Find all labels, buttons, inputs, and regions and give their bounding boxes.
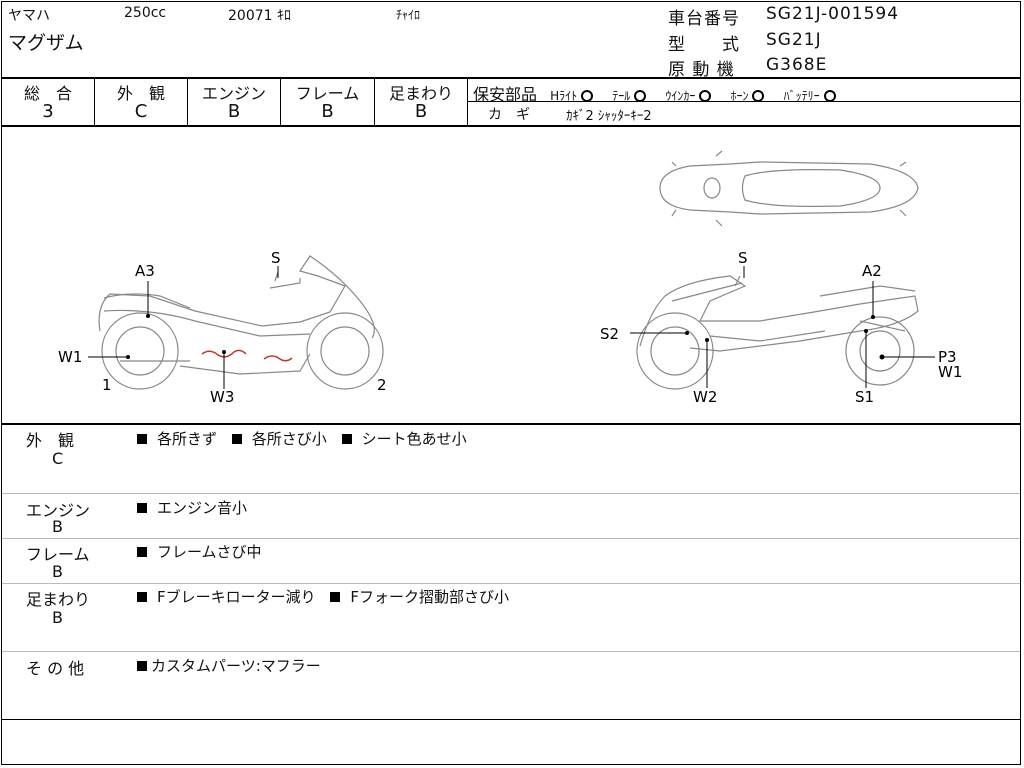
- grade-label-total: 総 合: [23, 84, 72, 103]
- scooter-left-view: [98, 255, 384, 390]
- leader-lines: [88, 266, 935, 389]
- divider: [280, 78, 281, 126]
- grade-value-suspension: B: [414, 101, 428, 122]
- divider: [2, 583, 1020, 584]
- divider: [2, 125, 1020, 127]
- section-items-other: カスタムパーツ:マフラー: [137, 655, 321, 676]
- bullet-square-icon: [137, 547, 147, 557]
- grade-label-frame: フレーム: [295, 84, 360, 103]
- part-horn: ﾎｰﾝ: [730, 87, 765, 104]
- diagram-label-a2: A2: [862, 262, 882, 280]
- model-name: マグザム: [8, 32, 84, 54]
- divider: [2, 538, 1020, 539]
- scooter-right-view: [636, 275, 919, 390]
- diagram-label-1: 1: [102, 376, 112, 394]
- divider: [187, 78, 188, 126]
- section-label-exterior: 外 観: [26, 431, 75, 450]
- grade-label-engine: エンジン: [201, 84, 266, 103]
- part-taillight: ﾃｰﾙ: [612, 87, 647, 104]
- divider: [467, 101, 1020, 102]
- grade-value-frame: B: [321, 101, 334, 122]
- divider: [2, 719, 1020, 720]
- scooter-top-view: [659, 150, 919, 227]
- diagram-label-s-right: S: [738, 249, 748, 267]
- engine-value: G368E: [766, 55, 828, 75]
- type-value: SG21J: [766, 30, 822, 50]
- frame-no-label: 車台番号: [668, 9, 740, 29]
- color-note: ﾁｬｲﾛ: [396, 8, 421, 22]
- section-items-exterior: 各所きず 各所さび小 シート色あせ小: [137, 428, 467, 449]
- grade-label-exterior: 外 観: [116, 84, 165, 103]
- part-headlight: Hﾗｲﾄ: [550, 87, 594, 104]
- divider: [467, 78, 468, 126]
- section-items-frame: フレームさび中: [137, 541, 262, 562]
- section-label-other: そ の 他: [26, 659, 85, 678]
- divider: [374, 78, 375, 126]
- circle-mark-icon: [823, 90, 836, 102]
- key-label: カ ギ: [488, 107, 530, 123]
- bullet-square-icon: [341, 434, 352, 444]
- diagram-label-s1: S1: [855, 388, 874, 406]
- diagram-label-a3: A3: [135, 262, 155, 280]
- marker-dots: [126, 314, 885, 360]
- diagram-label-s-left: S: [271, 249, 281, 267]
- grade-value-exterior: C: [134, 101, 148, 122]
- diagram-label-w2: W2: [693, 388, 717, 406]
- diagram-label-s2: S2: [600, 325, 619, 343]
- bullet-square-icon: [231, 434, 242, 444]
- mileage: 20071 ｷﾛ: [228, 8, 291, 24]
- divider: [2, 651, 1020, 652]
- diagram-label-w1-right: W1: [938, 363, 962, 381]
- displacement: 250cc: [124, 5, 167, 21]
- section-grade-engine: B: [52, 517, 63, 536]
- section-label-suspension: 足まわり: [26, 590, 91, 609]
- circle-mark-icon: [634, 90, 647, 102]
- circle-mark-icon: [699, 90, 712, 102]
- diagram-label-w1-left: W1: [58, 348, 82, 366]
- circle-mark-icon: [581, 90, 594, 102]
- grade-value-engine: B: [227, 101, 241, 122]
- bullet-square-icon: [137, 592, 147, 602]
- maker: ヤマハ: [8, 8, 50, 24]
- diagram-label-w3: W3: [210, 388, 234, 406]
- divider: [94, 78, 95, 126]
- safety-parts-row: 保安部品 Hﾗｲﾄ ﾃｰﾙ ｳｲﾝｶｰ ﾎｰﾝ ﾊﾞｯﾃﾘｰ: [473, 81, 836, 105]
- bullet-square-icon: [137, 434, 147, 444]
- section-label-engine: エンジン: [26, 501, 91, 520]
- damage-diagram: A3 S W1 W3 1 2 S A2 S2 P3 W1 W2 S1: [58, 150, 962, 406]
- bullet-square-icon: [137, 661, 147, 671]
- section-grade-frame: B: [52, 562, 63, 581]
- bullet-square-icon: [330, 592, 341, 602]
- section-items-engine: エンジン音小: [137, 497, 247, 518]
- frame-no: SG21J-001594: [766, 4, 900, 24]
- engine-label: 原 動 機: [668, 60, 735, 80]
- circle-mark-icon: [752, 90, 765, 102]
- divider: [2, 493, 1020, 494]
- key-value: ｶｷﾞ2 ｼｬｯﾀｰｷｰ2: [566, 109, 652, 124]
- diagram-label-2: 2: [377, 376, 387, 394]
- section-grade-exterior: C: [52, 449, 64, 468]
- bullet-square-icon: [137, 503, 147, 513]
- divider: [2, 77, 1020, 79]
- safety-label: 保安部品: [473, 85, 538, 104]
- divider: [2, 423, 1020, 425]
- grade-label-suspension: 足まわり: [388, 84, 453, 103]
- part-battery: ﾊﾞｯﾃﾘｰ: [784, 87, 836, 104]
- damage-scratch-marks: [201, 349, 293, 362]
- section-grade-suspension: B: [52, 608, 63, 627]
- diagram-label-p3: P3: [938, 348, 957, 366]
- grade-value-total: 3: [42, 101, 54, 122]
- part-winker: ｳｲﾝｶｰ: [665, 87, 712, 104]
- section-label-frame: フレーム: [26, 545, 90, 564]
- type-label: 型 式: [668, 35, 740, 55]
- section-items-suspension: Fブレーキローター減り Fフォーク摺動部さび小: [137, 586, 509, 607]
